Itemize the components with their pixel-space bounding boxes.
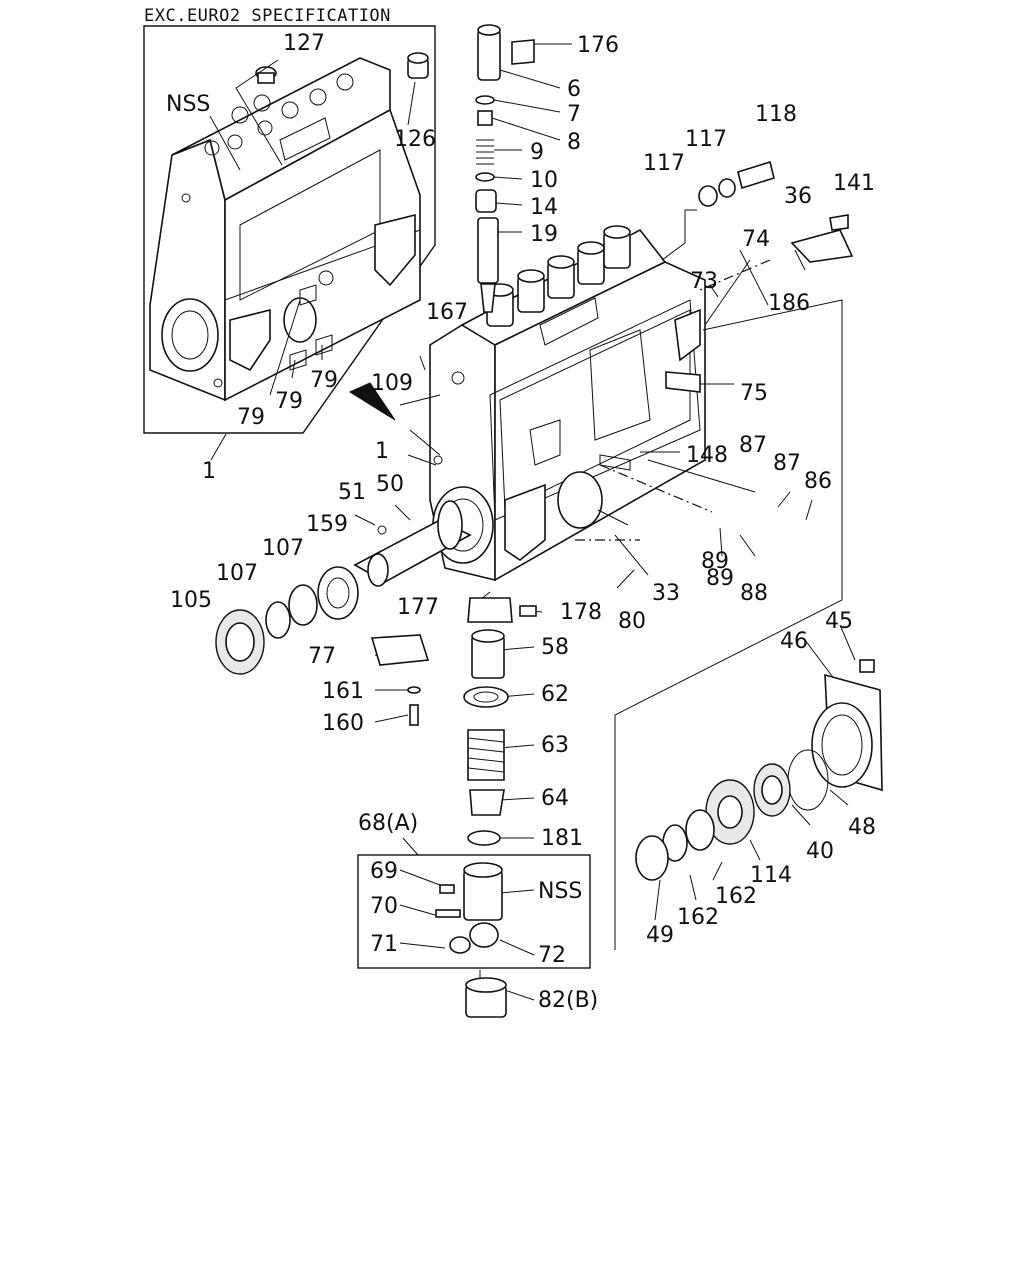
callout-74: 74 xyxy=(742,227,770,252)
callout-46: 46 xyxy=(780,629,808,654)
callout-105: 105 xyxy=(170,588,212,613)
callout-107b: 107 xyxy=(216,561,258,586)
spec-note: EXC.EURO2 SPECIFICATION xyxy=(144,6,391,26)
callout-86: 86 xyxy=(804,469,832,494)
leader-lines xyxy=(354,43,856,1001)
roller-tappet xyxy=(435,862,503,954)
callout-9: 9 xyxy=(530,140,544,165)
callout-177: 177 xyxy=(397,595,439,620)
callout-40: 40 xyxy=(806,839,834,864)
cover-group-outline xyxy=(614,299,843,950)
callout-89a: 89 xyxy=(701,549,729,574)
callout-nss-mid: NSS xyxy=(538,879,582,904)
callout-162b: 162 xyxy=(677,905,719,930)
callout-62: 62 xyxy=(541,682,569,707)
view-arrow xyxy=(348,382,396,421)
delivery-valve-holders xyxy=(486,225,631,327)
callout-33: 33 xyxy=(652,581,680,606)
callout-79a: 79 xyxy=(310,368,338,393)
callout-176: 176 xyxy=(577,33,619,58)
callout-51: 51 xyxy=(338,480,366,505)
callout-79c: 79 xyxy=(237,405,265,430)
callout-70: 70 xyxy=(370,894,398,919)
callout-58: 58 xyxy=(541,635,569,660)
tappet-inset-frame xyxy=(357,854,591,969)
callout-162a: 162 xyxy=(715,884,757,909)
callout-72: 72 xyxy=(538,943,566,968)
callout-82b: 82(B) xyxy=(538,988,598,1013)
callout-14: 14 xyxy=(530,195,558,220)
callout-167: 167 xyxy=(426,300,468,325)
callout-148: 148 xyxy=(686,443,728,468)
callout-7: 7 xyxy=(567,102,581,127)
callout-181: 181 xyxy=(541,826,583,851)
callout-71: 71 xyxy=(370,932,398,957)
callout-109: 109 xyxy=(371,371,413,396)
callout-79b: 79 xyxy=(275,389,303,414)
callout-75: 75 xyxy=(740,381,768,406)
plug-bottom xyxy=(465,977,507,1018)
callout-186: 186 xyxy=(768,291,810,316)
callout-8: 8 xyxy=(567,130,581,155)
callout-50: 50 xyxy=(376,472,404,497)
callout-117b: 117 xyxy=(643,151,685,176)
callout-161: 161 xyxy=(322,679,364,704)
callout-63: 63 xyxy=(541,733,569,758)
callout-159: 159 xyxy=(306,512,348,537)
callout-10: 10 xyxy=(530,168,558,193)
callout-114: 114 xyxy=(750,863,792,888)
callout-160: 160 xyxy=(322,711,364,736)
callout-45: 45 xyxy=(825,609,853,634)
callout-89b: 89 xyxy=(706,566,734,591)
callout-178: 178 xyxy=(560,600,602,625)
callout-36: 36 xyxy=(784,184,812,209)
small-parts-top-right xyxy=(599,160,854,471)
callout-127: 127 xyxy=(283,31,325,56)
callout-49: 49 xyxy=(646,923,674,948)
callout-73: 73 xyxy=(690,269,718,294)
callout-107a: 107 xyxy=(262,536,304,561)
camshaft-group xyxy=(215,500,472,726)
tappet-stack xyxy=(463,597,537,846)
inset-frame xyxy=(143,25,436,434)
callout-64: 64 xyxy=(541,786,569,811)
plunger-stack xyxy=(475,24,535,313)
callout-88: 88 xyxy=(740,581,768,606)
callout-1a: 1 xyxy=(202,459,216,484)
callout-87b: 87 xyxy=(773,451,801,476)
callout-nss-top: NSS xyxy=(166,92,210,117)
callout-6: 6 xyxy=(567,77,581,102)
inset-pump-housing xyxy=(149,57,421,402)
callout-48: 48 xyxy=(848,815,876,840)
callout-80: 80 xyxy=(618,609,646,634)
callout-68a: 68(A) xyxy=(358,811,418,836)
callout-87a: 87 xyxy=(739,433,767,458)
callout-126: 126 xyxy=(394,127,436,152)
callout-1b: 1 xyxy=(375,439,389,464)
callout-141: 141 xyxy=(833,171,875,196)
callout-118: 118 xyxy=(755,102,797,127)
drive-cover-group xyxy=(635,659,883,881)
callout-77: 77 xyxy=(308,644,336,669)
callout-117a: 117 xyxy=(685,127,727,152)
callout-19: 19 xyxy=(530,222,558,247)
callout-69: 69 xyxy=(370,859,398,884)
inset-fittings xyxy=(255,52,429,371)
